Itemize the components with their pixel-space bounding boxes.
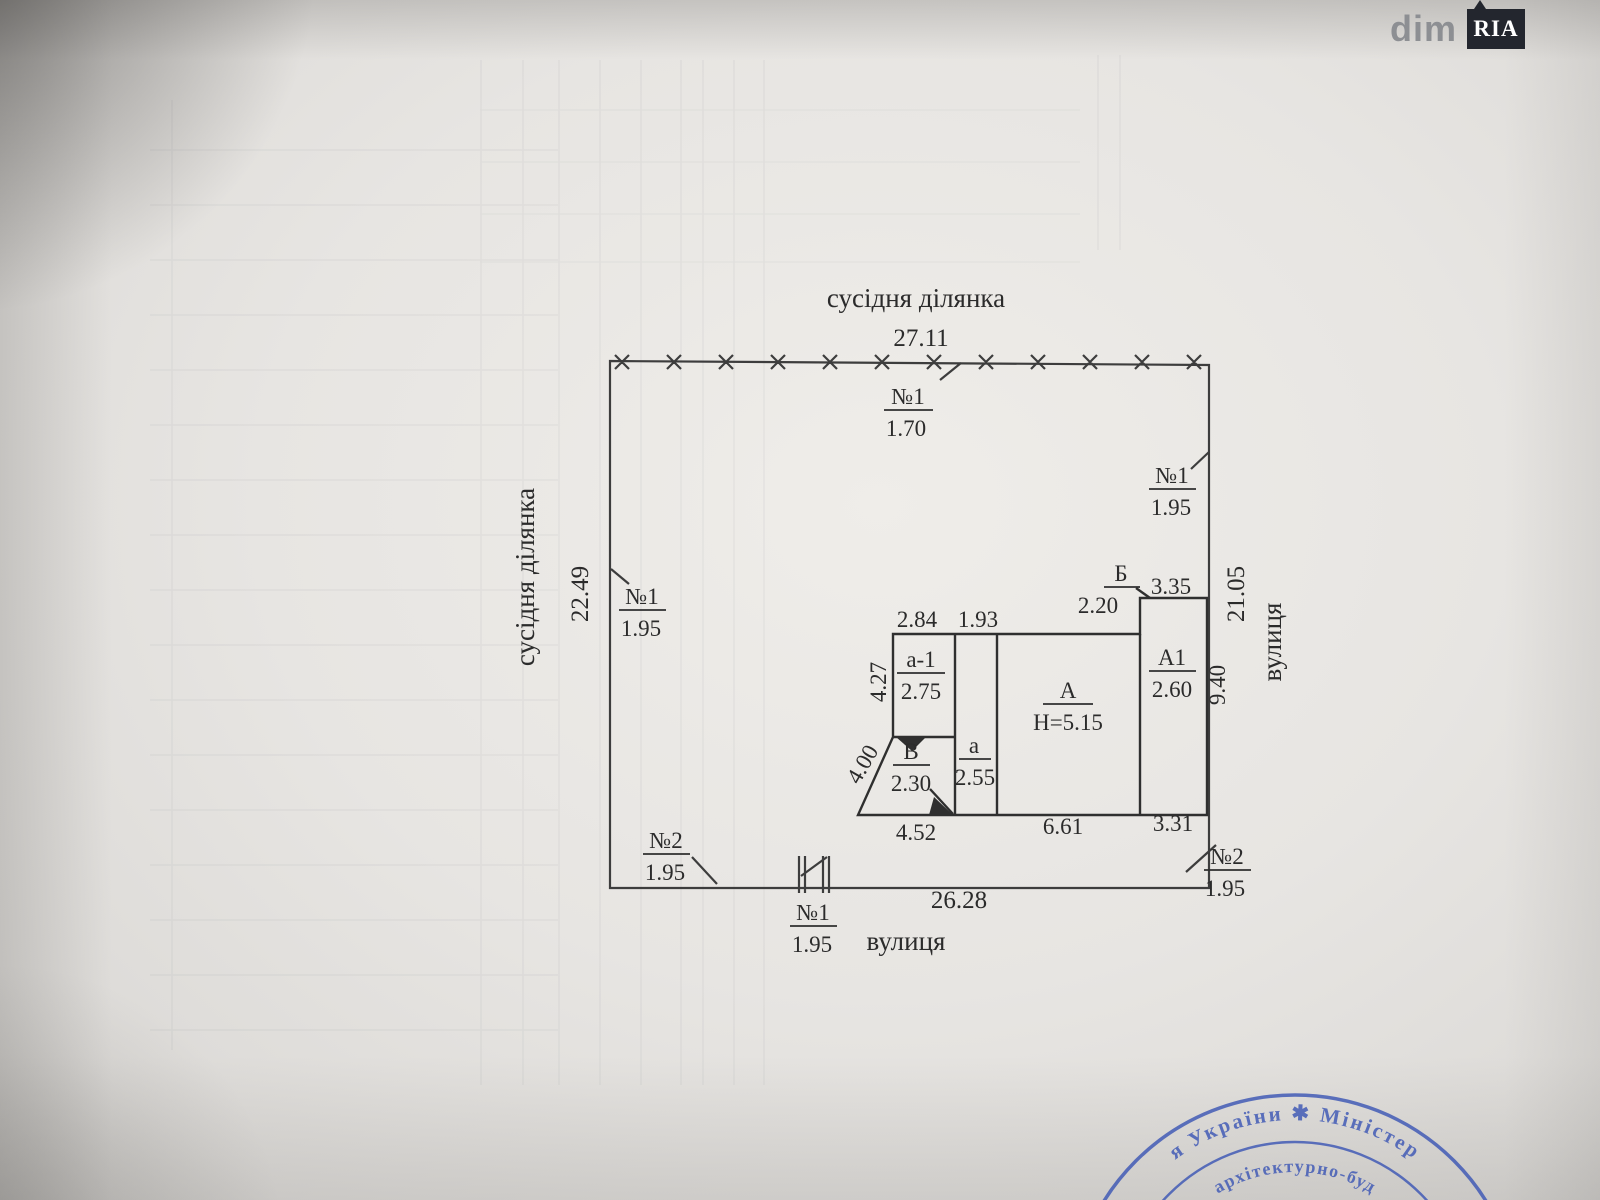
v-hatch-line bbox=[929, 788, 954, 815]
stamp-inner-text: архітектурно-буд bbox=[1210, 1156, 1380, 1197]
marker-left: №1 1.95 bbox=[621, 584, 661, 641]
paper-bleedthrough-grid bbox=[150, 55, 1121, 1085]
building-A-height: H=5.15 bbox=[1033, 710, 1103, 735]
dim-a-top: 1.93 bbox=[958, 607, 998, 632]
building-perimeter bbox=[856, 596, 1209, 817]
entrance-wedge-top bbox=[896, 737, 926, 751]
building-A1-label: А1 2.60 bbox=[1152, 645, 1192, 702]
stamp-outer-textpath: я України ✱ Міністер bbox=[1164, 1101, 1423, 1164]
building-a1-letter: а-1 bbox=[906, 647, 935, 672]
fence-marks bbox=[614, 354, 1202, 370]
stamp-outer-ring bbox=[1102, 1093, 1488, 1200]
b-label-leader bbox=[1135, 587, 1151, 599]
building-a-value: 2.55 bbox=[955, 765, 995, 790]
stamp-outer-text: я України ✱ Міністер bbox=[1164, 1101, 1426, 1164]
dim-a1-left: 4.27 bbox=[866, 662, 891, 702]
dim-logo-text: dim bbox=[1390, 8, 1458, 49]
label-underlines bbox=[619, 409, 1251, 927]
building-V-letter: В bbox=[903, 739, 918, 764]
boundary-left-dim: 22.49 bbox=[567, 566, 594, 622]
marker-bottom-right: №2 1.95 bbox=[1205, 844, 1245, 901]
building-a-letter: а bbox=[969, 733, 979, 758]
marker-gate: №1 1.95 bbox=[792, 900, 832, 957]
building-a-label: а 2.55 bbox=[955, 733, 995, 790]
building-B-value: 2.20 bbox=[1078, 593, 1118, 618]
entrance-wedge-bottom bbox=[929, 797, 953, 815]
marker-gate-value: 1.95 bbox=[792, 932, 832, 957]
street-right-label: вулиця bbox=[1257, 603, 1287, 682]
boundary-right-dim: 21.05 bbox=[1223, 566, 1250, 622]
building-a1-label: а-1 2.75 bbox=[901, 647, 941, 704]
marker-right-label: №1 bbox=[1155, 463, 1188, 488]
marker-bottom-left: №2 1.95 bbox=[645, 828, 685, 885]
stamp-inner-ring bbox=[1161, 1140, 1429, 1200]
ria-logo-text: RIA bbox=[1473, 16, 1519, 41]
dim-b-top: 3.35 bbox=[1151, 574, 1191, 599]
dim-a-bottom: 6.61 bbox=[1043, 814, 1083, 839]
gate-symbol bbox=[797, 856, 831, 893]
street-bottom-label: вулиця bbox=[867, 926, 946, 956]
marker-bottom-left-value: 1.95 bbox=[645, 860, 685, 885]
building-A-letter: А bbox=[1060, 678, 1077, 703]
ria-flag-icon bbox=[1474, 0, 1487, 9]
ria-logo: RIA bbox=[1467, 0, 1526, 49]
boundary-bottom-dim: 26.28 bbox=[931, 887, 987, 914]
marker-bottom-left-label: №2 bbox=[649, 828, 682, 853]
marker-top-value: 1.70 bbox=[886, 416, 926, 441]
marker-top-label: №1 bbox=[891, 384, 924, 409]
building-A-label: А H=5.15 bbox=[1033, 678, 1103, 735]
marker-left-label: №1 bbox=[625, 584, 658, 609]
building-inner-walls bbox=[893, 634, 1142, 815]
building-V-value: 2.30 bbox=[891, 771, 931, 796]
building-outlines bbox=[856, 587, 1209, 817]
marker-leader-lines bbox=[610, 362, 1217, 885]
building-a1-value: 2.75 bbox=[901, 679, 941, 704]
dim-a1-top: 2.84 bbox=[897, 607, 938, 632]
marker-bottom-right-value: 1.95 bbox=[1205, 876, 1245, 901]
marker-right: №1 1.95 bbox=[1151, 463, 1191, 520]
neighbor-top-label: сусідня ділянка bbox=[827, 283, 1005, 313]
building-B-letter: Б bbox=[1114, 561, 1127, 586]
dim-right-side: 9.40 bbox=[1205, 665, 1230, 705]
building-V-label: В 2.30 bbox=[891, 739, 931, 796]
marker-bottom-right-label: №2 bbox=[1210, 844, 1243, 869]
marker-gate-label: №1 bbox=[796, 900, 829, 925]
neighbor-left-label: сусідня ділянка bbox=[510, 488, 540, 666]
dim-v-diagonal: 4.00 bbox=[842, 741, 884, 788]
stamp-inner-textpath: архітектурно-буд bbox=[1210, 1156, 1379, 1197]
dim-v-bottom: 4.52 bbox=[896, 820, 936, 845]
dim-a1-bottom: 3.31 bbox=[1153, 811, 1193, 836]
marker-right-value: 1.95 bbox=[1151, 495, 1191, 520]
marker-top: №1 1.70 bbox=[886, 384, 926, 441]
building-A1-letter: А1 bbox=[1158, 645, 1186, 670]
boundary-top-dim: 27.11 bbox=[893, 325, 948, 352]
building-A1-value: 2.60 bbox=[1152, 677, 1192, 702]
building-B-label: Б 2.20 bbox=[1078, 561, 1128, 618]
marker-left-value: 1.95 bbox=[621, 616, 661, 641]
plot-outline bbox=[608, 359, 1211, 890]
official-stamp: я України ✱ Міністер архітектурно-буд bbox=[1102, 1093, 1488, 1200]
dimria-watermark: dim RIA bbox=[1390, 0, 1526, 50]
plot-boundary bbox=[608, 354, 1217, 893]
